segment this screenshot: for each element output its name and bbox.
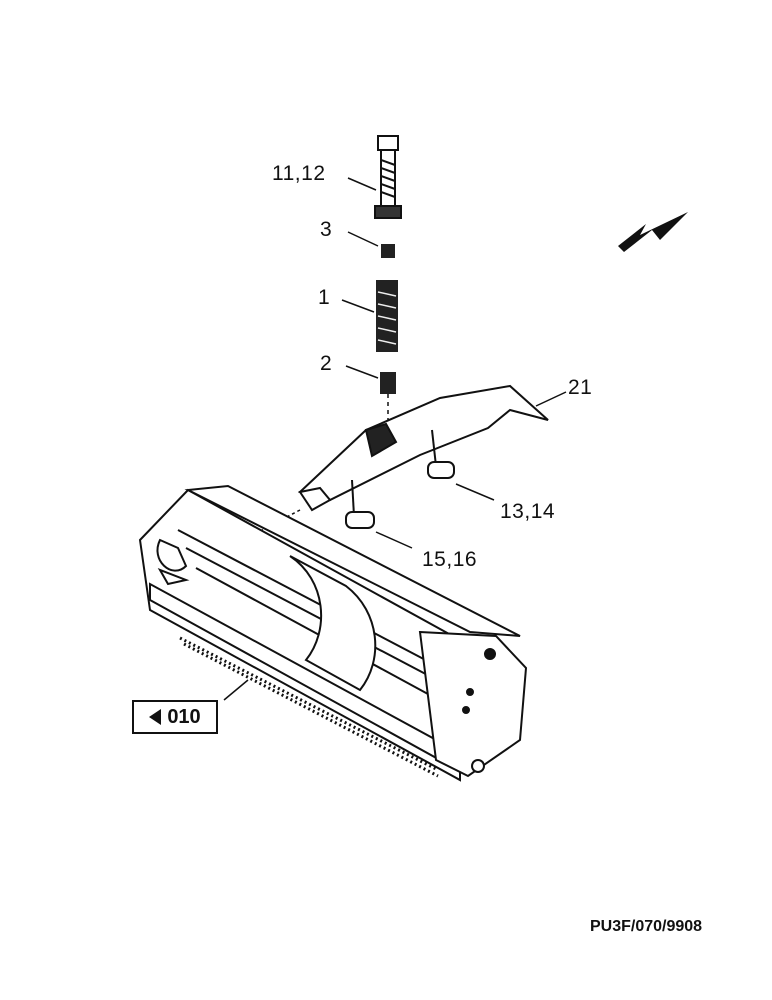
- reference-number: 010: [167, 705, 201, 728]
- label-3: 3: [320, 218, 333, 241]
- spring-part: [376, 280, 398, 352]
- drawing-code: PU3F/070/9908: [590, 918, 703, 935]
- left-triangle-icon: [149, 709, 162, 725]
- reference-box[interactable]: 010: [132, 700, 218, 734]
- label-15-16: 15,16: [422, 548, 478, 571]
- leader-lines: [223, 177, 567, 701]
- pin-part-13-14: [427, 429, 455, 479]
- label-2: 2: [320, 352, 333, 375]
- direction-arrow-icon: [618, 212, 688, 252]
- header-frame-assembly: [138, 484, 528, 782]
- knife-teeth: [179, 636, 439, 778]
- bracket-part: [298, 384, 549, 512]
- label-21: 21: [568, 376, 593, 399]
- bolt-part: [374, 135, 402, 219]
- label-1: 1: [318, 286, 331, 309]
- bushing-part: [380, 372, 396, 394]
- label-11-12: 11,12: [272, 162, 326, 185]
- pin-part-15-16: [345, 479, 375, 529]
- label-13-14: 13,14: [500, 500, 556, 523]
- spacer-part: [381, 244, 395, 258]
